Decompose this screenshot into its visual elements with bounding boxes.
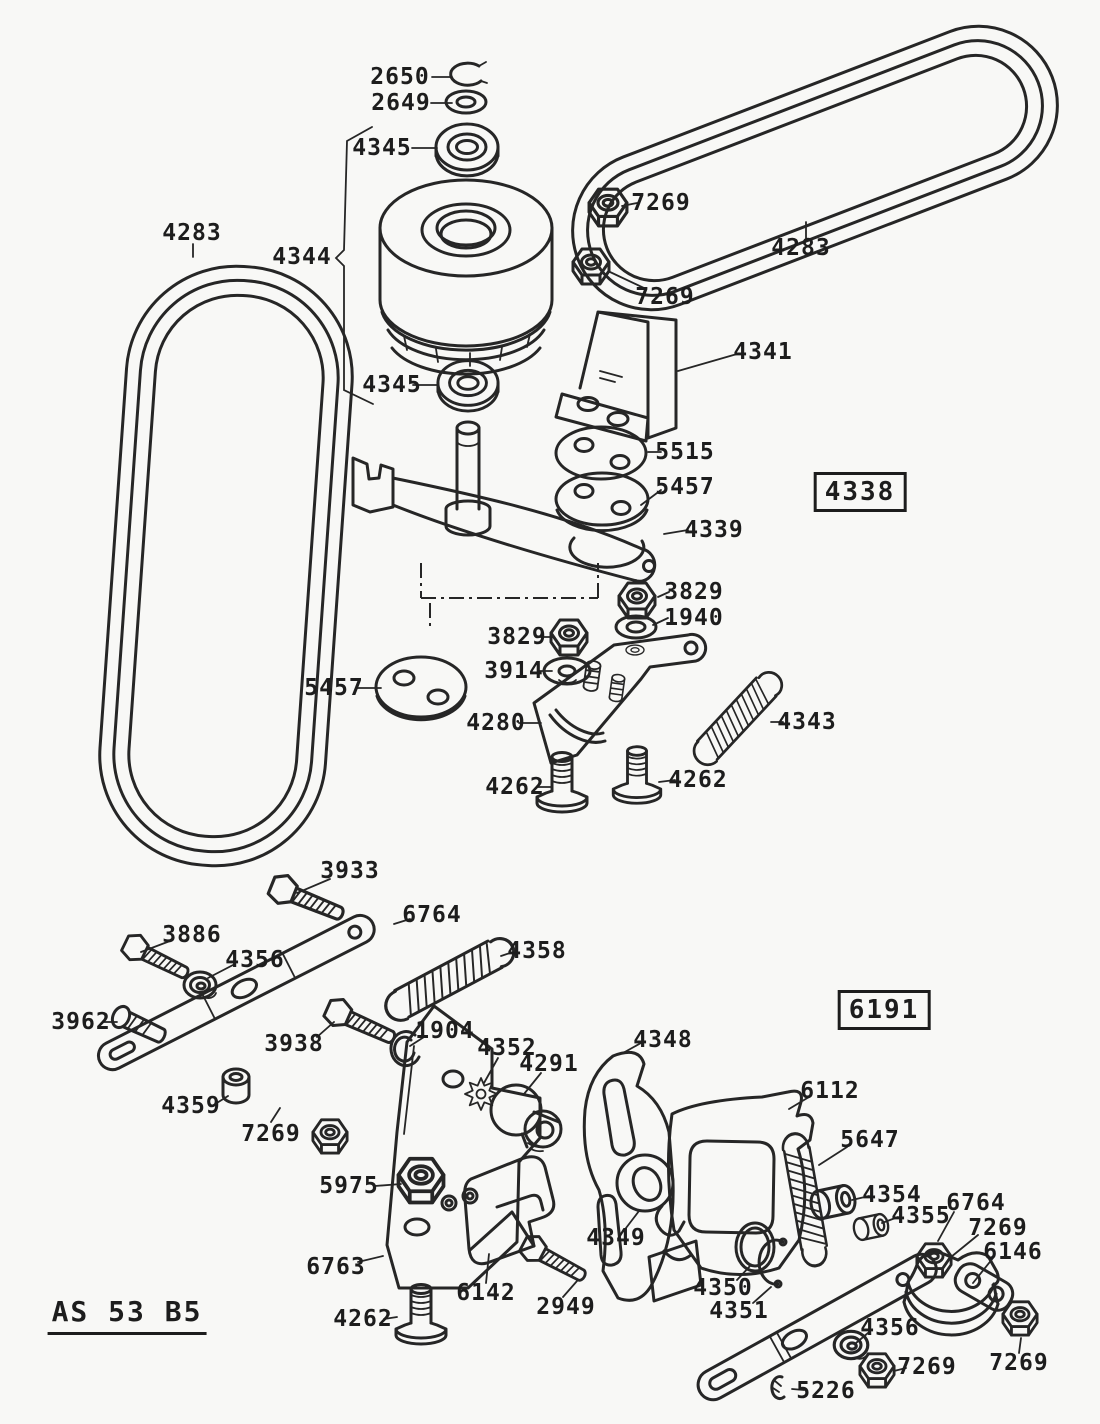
part-label-6763: 6763 <box>306 1254 366 1280</box>
part-label-4343: 4343 <box>777 709 837 735</box>
spring-pin-b <box>608 673 626 703</box>
plate-6763 <box>385 1004 542 1290</box>
part-label-4356: 4356 <box>860 1315 920 1341</box>
part-label-5226: 5226 <box>796 1378 856 1404</box>
part-label-5975: 5975 <box>319 1173 379 1199</box>
o-ring-4350 <box>734 1221 776 1273</box>
washer-4349 <box>615 1153 675 1213</box>
part-label-4349: 4349 <box>586 1225 646 1251</box>
part-label-3829: 3829 <box>487 624 547 650</box>
part-label-2649: 2649 <box>371 90 431 116</box>
part-label-6764: 6764 <box>402 902 462 928</box>
part-label-4283: 4283 <box>162 220 222 246</box>
part-label-4355: 4355 <box>891 1203 951 1229</box>
part-label-7269: 7269 <box>989 1350 1049 1376</box>
part-label-5515: 5515 <box>655 439 715 465</box>
part-label-5647: 5647 <box>840 1127 900 1153</box>
part-label-3914: 3914 <box>484 658 544 684</box>
latch-block <box>647 1204 703 1303</box>
part-label-4354: 4354 <box>862 1182 922 1208</box>
clip-6142 <box>463 1155 556 1266</box>
part-label-7269: 7269 <box>241 1121 301 1147</box>
part-label-6146: 6146 <box>983 1239 1043 1265</box>
part-label-2650: 2650 <box>370 64 430 90</box>
sheet-code: AS 53 B5 <box>47 1295 207 1335</box>
bracket-4341 <box>554 310 678 443</box>
roller-4291 <box>489 1083 563 1153</box>
split-ring <box>568 536 646 569</box>
part-label-4348: 4348 <box>633 1027 693 1053</box>
leader-lines <box>103 76 1022 1391</box>
part-label-3938: 3938 <box>264 1031 324 1057</box>
part-label-1940: 1940 <box>664 605 724 631</box>
assembly-ref-6191: 6191 <box>837 990 931 1030</box>
centerline <box>420 563 599 630</box>
part-label-4262: 4262 <box>333 1306 393 1332</box>
part-label-7269: 7269 <box>635 284 695 310</box>
part-label-6142: 6142 <box>456 1280 516 1306</box>
lever-4348 <box>582 1050 675 1302</box>
part-label-3933: 3933 <box>320 858 380 884</box>
plate-6112 <box>666 1089 815 1276</box>
part-label-2949: 2949 <box>536 1294 596 1320</box>
part-label-4283: 4283 <box>771 235 831 261</box>
star-washer-4352 <box>464 1077 498 1111</box>
clip-5226 <box>770 1375 786 1401</box>
part-label-4291: 4291 <box>519 1051 579 1077</box>
idler-arm-4339 <box>351 456 657 583</box>
brace-4344 <box>334 126 374 405</box>
belt-4283-left <box>98 264 354 868</box>
part-label-4359: 4359 <box>161 1093 221 1119</box>
part-label-4280: 4280 <box>466 710 526 736</box>
part-label-6764: 6764 <box>946 1190 1006 1216</box>
part-label-4262: 4262 <box>668 767 728 793</box>
part-label-4356: 4356 <box>225 947 285 973</box>
part-label-4351: 4351 <box>709 1298 769 1324</box>
pin-3962 <box>110 1004 167 1044</box>
part-label-7269: 7269 <box>968 1215 1028 1241</box>
part-label-4341: 4341 <box>733 339 793 365</box>
spacer-4359 <box>221 1067 251 1105</box>
snap-ring-2650 <box>449 61 488 87</box>
part-label-4358: 4358 <box>507 938 567 964</box>
part-label-4345: 4345 <box>352 135 412 161</box>
bar-6764-top <box>96 913 376 1072</box>
part-label-4339: 4339 <box>684 517 744 543</box>
part-label-5457: 5457 <box>304 675 364 701</box>
part-label-3829: 3829 <box>664 579 724 605</box>
part-label-6112: 6112 <box>800 1078 860 1104</box>
part-label-3886: 3886 <box>162 922 222 948</box>
part-label-7269: 7269 <box>897 1354 957 1380</box>
part-label-4344: 4344 <box>272 244 332 270</box>
part-label-4262: 4262 <box>485 774 545 800</box>
snap-ring-4351 <box>757 1237 788 1289</box>
part-label-3962: 3962 <box>51 1009 111 1035</box>
part-label-5457: 5457 <box>655 474 715 500</box>
part-label-4352: 4352 <box>477 1035 537 1061</box>
disc-5457-left <box>374 655 468 722</box>
assembly-ref-4338: 4338 <box>813 472 907 512</box>
part-label-4350: 4350 <box>693 1275 753 1301</box>
disc-5515 <box>554 425 648 481</box>
part-label-7269: 7269 <box>631 190 691 216</box>
plate-4280 <box>532 632 708 765</box>
part-label-4345: 4345 <box>362 372 422 398</box>
part-label-1904: 1904 <box>415 1018 475 1044</box>
